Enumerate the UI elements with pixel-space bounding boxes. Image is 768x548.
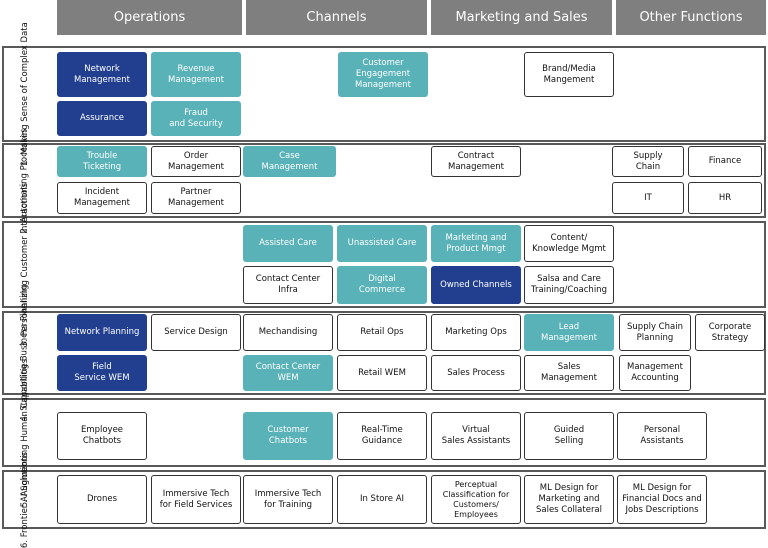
cell-sales-management: Sales Management [524, 355, 614, 391]
cell-fraud-and-security: Fraud and Security [151, 101, 241, 136]
cell-drones: Drones [57, 475, 147, 524]
cell-case-management: Case Management [243, 146, 336, 177]
cell-retail-wem: Retail WEM [337, 355, 427, 391]
cell-field-service-wem: Field Service WEM [57, 355, 147, 391]
cell-retail-ops: Retail Ops [337, 314, 427, 351]
cell-customer-engagement-management: Customer Engagement Management [338, 52, 428, 97]
cell-trouble-ticketing: Trouble Ticketing [57, 146, 147, 177]
cell-virtual-sales-assistants: Virtual Sales Assistants [431, 412, 521, 460]
cell-it: IT [612, 182, 684, 214]
cell-guided-selling: Guided Selling [524, 412, 614, 460]
cell-incident-management: Incident Management [57, 182, 147, 214]
cell-immersive-tech-for-training: Immersive Tech for Training [243, 475, 333, 524]
cell-perceptual-classification: Perceptual Classification for Customers/… [431, 475, 521, 524]
cell-content-knowledge-mgmt: Content/ Knowledge Mgmt [524, 225, 614, 262]
cell-immersive-tech-for-field-services: Immersive Tech for Field Services [151, 475, 241, 524]
cell-unassisted-care: Unassisted Care [337, 225, 427, 262]
cell-finance: Finance [688, 146, 762, 177]
cell-supply-chain-planning: Supply Chain Planning [619, 314, 691, 351]
cell-mechandising: Mechandising [243, 314, 333, 351]
cell-ml-design-marketing-sales-collateral: ML Design for Marketing and Sales Collat… [524, 475, 614, 524]
cell-corporate-strategy: Corporate Strategy [695, 314, 765, 351]
cell-revenue-management: Revenue Management [151, 52, 241, 97]
cell-contact-center-infra: Contact Center Infra [243, 266, 333, 304]
cell-real-time-guidance: Real-Time Guidance [337, 412, 427, 460]
cell-assurance: Assurance [57, 101, 147, 136]
cell-service-design: Service Design [151, 314, 241, 351]
cell-salsa-and-care-training-coaching: Salsa and Care Training/Coaching [524, 266, 614, 304]
column-header-other-functions: Other Functions [616, 0, 766, 35]
cell-owned-channels: Owned Channels [431, 266, 521, 304]
cell-supply-chain: Supply Chain [612, 146, 684, 177]
cell-marketing-ops: Marketing Ops [431, 314, 521, 351]
cell-hr: HR [688, 182, 762, 214]
cell-customer-chatbots: Customer Chatbots [243, 412, 333, 460]
cell-partner-management: Partner Management [151, 182, 241, 214]
cell-lead-management: Lead Management [524, 314, 614, 351]
cell-management-accounting: Management Accounting [619, 355, 691, 391]
cell-assisted-care: Assisted Care [243, 225, 333, 262]
cell-order-management: Order Management [151, 146, 241, 177]
cell-contract-management: Contract Management [431, 146, 521, 177]
cell-marketing-and-product-mmgt: Marketing and Product Mmgt [431, 225, 521, 262]
cell-personal-assistants: Personal Assistants [617, 412, 707, 460]
cell-contact-center-wem: Contact Center WEM [243, 355, 333, 391]
cell-network-planning: Network Planning [57, 314, 147, 351]
column-header-marketing-and-sales: Marketing and Sales [431, 0, 612, 35]
cell-sales-process: Sales Process [431, 355, 521, 391]
column-header-channels: Channels [246, 0, 427, 35]
column-header-operations: Operations [57, 0, 242, 35]
cell-employee-chatbots: Employee Chatbots [57, 412, 147, 460]
cell-brand-media-mangement: Brand/Media Mangement [524, 52, 614, 97]
cell-digital-commerce: Digital Commerce [337, 266, 427, 304]
cell-in-store-ai: In Store AI [337, 475, 427, 524]
cell-network-management: Network Management [57, 52, 147, 97]
row-label-6: 6. Frontier AI Solutions [20, 451, 30, 548]
cell-ml-design-financial-docs: ML Design for Financial Docs and Jobs De… [617, 475, 707, 524]
